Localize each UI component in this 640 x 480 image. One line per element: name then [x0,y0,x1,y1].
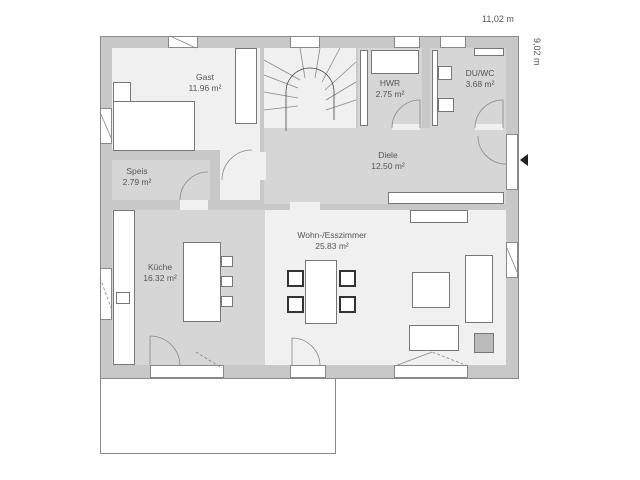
wardrobe-diele [388,192,504,204]
dining-table [305,260,337,324]
window-kueche-bottom [150,365,224,378]
chair-1 [287,270,304,287]
room-duwc [430,48,506,128]
sofa [465,255,493,323]
shelf-hwr [360,50,368,126]
stool-3 [221,296,233,307]
armchair [409,325,459,351]
bed-gast [113,101,195,151]
dimension-depth: 9,02 m [532,38,542,66]
entrance-arrow-icon [520,154,528,166]
opening-hwr [392,124,420,130]
room-gast-lower [220,150,260,200]
nightstand-gast [113,82,131,102]
plant [474,333,494,353]
toilet-duwc [438,98,454,112]
kitchen-island [183,242,221,322]
sink-duwc [438,66,452,80]
kitchen-counter [113,210,135,365]
opening-duwc [475,124,503,130]
stool-1 [221,256,233,267]
sideboard-wohn [410,210,468,223]
opening-gast-diele [258,152,266,180]
chair-2 [287,296,304,313]
shelf-duwc [432,50,438,126]
room-speis [112,160,210,200]
window-duwc-top [440,36,466,48]
dimension-width: 11,02 m [482,14,514,24]
shower-duwc [474,48,504,56]
entrance-door [506,134,518,190]
chair-4 [339,296,356,313]
coffee-table [412,272,450,308]
window-stairs-top [290,36,320,48]
washer-hwr [371,50,419,74]
room-stairs [264,48,356,128]
window-hwr-top [394,36,420,48]
stool-2 [221,276,233,287]
room-diele [264,128,506,204]
chair-3 [339,270,356,287]
opening-speis [180,200,208,210]
kitchen-sink [116,292,130,304]
window-wohn-bottom-left [290,365,326,378]
wardrobe-gast [235,48,257,124]
opening-diele-wohn [290,202,320,210]
window-wohn-bottom-right [394,365,468,378]
